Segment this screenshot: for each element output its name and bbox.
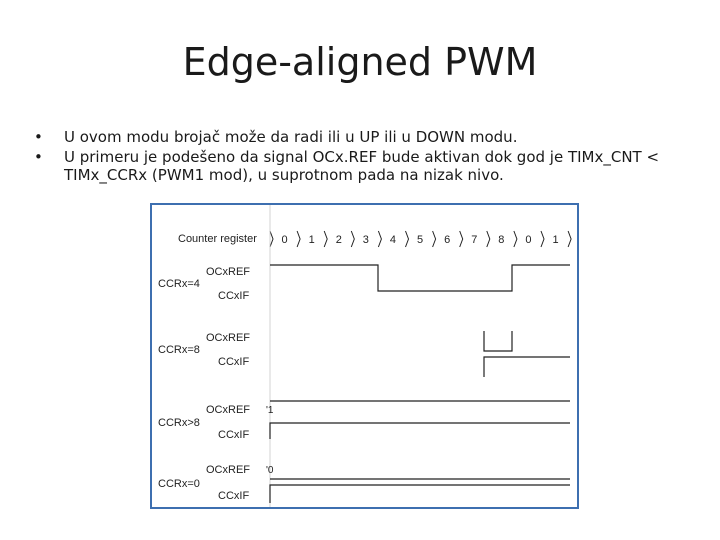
ccxif-signal [483,356,570,377]
counter-value: 6 [444,234,450,246]
counter-value: 0 [281,234,287,246]
ccxif-label: CCxIF [218,429,249,441]
bullet-item: • U primeru je podešeno da signal OCx.RE… [34,148,704,184]
ccr-label: CCRx>8 [158,417,200,429]
ocxref-label: OCxREF [206,332,250,344]
counter-value: 4 [390,234,396,246]
counter-value: 3 [363,234,369,246]
counter-value: 7 [471,234,477,246]
counter-value: 2 [336,234,342,246]
ocxref-label: OCxREF [206,464,250,476]
ccxif-label: CCxIF [218,490,249,502]
counter-cell-edge [323,230,328,248]
counter-value: 1 [552,234,558,246]
counter-cell-edge [486,230,491,248]
ocxref-signal [270,264,570,292]
slide-title: Edge-aligned PWM [182,40,538,84]
ccr-label: CCRx=8 [158,344,200,356]
counter-cell-edge [432,230,437,248]
ocxref-signal [483,331,513,352]
group-ccr4: OCxREF CCRx=4 CCxIF [158,264,570,302]
counter-cell-edge [459,230,464,248]
counter-cell-edge [405,230,410,248]
bullet-marker: • [34,148,43,166]
group-ccr-gt8: OCxREF CCRx>8 CCxIF '1 [158,400,570,441]
group-ccr8: OCxREF CCRx=8 CCxIF [158,331,570,377]
ccxif-signal [269,484,570,503]
counter-cell-edge [540,230,545,248]
timing-diagram-svg: Counter register 0 1 2 3 4 5 6 7 8 0 1 OCxREF CCRx… [158,205,572,507]
counter-value: 0 [525,234,531,246]
counter-cell-edge [377,230,382,248]
counter-value: 5 [417,234,423,246]
level-annotation: '1 [266,405,274,416]
bullet-item: • U ovom modu brojač može da radi ili u … [34,128,704,146]
ccxif-label: CCxIF [218,290,249,302]
counter-cell-edge [567,230,572,248]
pwm-timing-diagram: Counter register 0 1 2 3 4 5 6 7 8 0 1 OCxREF CCRx… [150,203,579,509]
counter-cell-edge [350,230,355,248]
group-ccr0: OCxREF CCRx=0 CCxIF '0 [158,464,570,503]
ocxref-label: OCxREF [206,404,250,416]
bullet-marker: • [34,128,43,146]
ccxif-signal [269,422,570,439]
bullet-text: U ovom modu brojač može da radi ili u UP… [64,128,518,146]
counter-value: 1 [309,234,315,246]
counter-register-row: 0 1 2 3 4 5 6 7 8 0 1 [269,230,572,248]
ccr-label: CCRx=0 [158,478,200,490]
counter-cell-edge [296,230,301,248]
ocxref-label: OCxREF [206,266,250,278]
bullet-list: • U ovom modu brojač može da radi ili u … [34,128,704,186]
counter-cell-edge [513,230,518,248]
bullet-text: U primeru je podešeno da signal OCx.REF … [64,148,660,184]
counter-value: 8 [498,234,504,246]
counter-cell-edge [269,230,274,248]
level-annotation: '0 [266,465,274,476]
ccr-label: CCRx=4 [158,278,200,290]
ccxif-label: CCxIF [218,356,249,368]
counter-register-label: Counter register [178,233,257,245]
